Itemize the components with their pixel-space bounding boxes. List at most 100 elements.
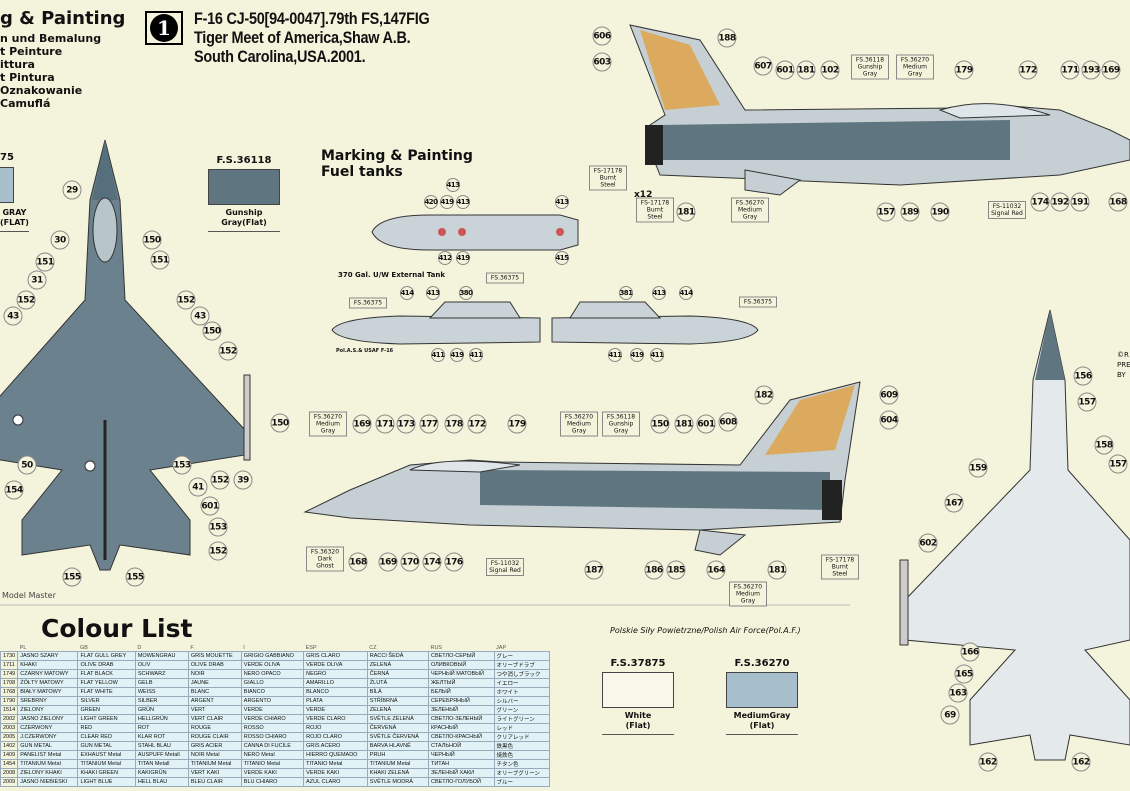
model-number-cell: 2002 (0, 714, 19, 724)
callout-number: 189 (900, 202, 920, 222)
colour-name-cell: ROJO (303, 723, 368, 733)
colour-name-cell: СВЕТЛО-КРАСНЫЙ (427, 732, 495, 742)
language-es: t Pintura (0, 71, 55, 84)
model-master-label: Model Master (2, 591, 56, 600)
callout-number: 169 (352, 414, 372, 434)
colour-name-cell: ROJO CLARO (303, 732, 368, 742)
colour-name-cell: ライトグリーン (493, 714, 551, 724)
colour-name-cell: GRIGIO GABBIANO (240, 651, 305, 661)
colour-name-cell: BLANC (187, 687, 242, 697)
callout-number: 150 (270, 413, 290, 433)
colour-name-cell: ブルー (493, 777, 551, 787)
callout-number: 412 (438, 251, 452, 265)
color-tag: FS-11032 Signal Red (486, 558, 524, 576)
colour-name-cell: NEGRO (303, 669, 368, 679)
colour-name-cell: JASNO SZARY (17, 651, 79, 661)
colour-name-cell: ŽLUTÁ (366, 678, 429, 688)
callout-number: 39 (233, 470, 253, 490)
callout-number: 415 (555, 251, 569, 265)
colour-name-cell: ARGENTO (240, 696, 305, 706)
colour-name-cell: СВЕТЛО-СЕРЫЙ (427, 651, 495, 661)
callout-number: 413 (555, 195, 569, 209)
callout-number: 152 (16, 290, 36, 310)
colour-name-cell: ARGENT (187, 696, 242, 706)
model-number-cell: 1514 (0, 705, 19, 715)
swatch-white: F.S.37875 White(Flat) (602, 658, 674, 735)
callout-number: 150 (650, 414, 670, 434)
colour-list-subtitle: Polskie Siły Powietrzne/Polish Air Force… (610, 626, 801, 635)
color-tag: FS.36375 (349, 297, 387, 309)
colour-list-title: Colour List (41, 614, 193, 643)
colour-name-cell: VERDE KAKI (240, 768, 305, 778)
callout-number: 43 (3, 306, 23, 326)
colour-name-cell: TITANIUM Metal (77, 759, 136, 769)
colour-name-cell: RACCI ŠEDÁ (366, 651, 429, 661)
callout-number: 604 (879, 410, 899, 430)
colour-name-cell: HELL BLAU (134, 777, 189, 787)
callout-number: 182 (754, 385, 774, 405)
callout-number: 419 (440, 195, 454, 209)
color-tag: FS.36375 (486, 272, 524, 284)
swatch-cut (0, 167, 14, 203)
column-header: CZ (369, 645, 377, 651)
callout-number: 411 (431, 348, 445, 362)
colour-name-cell: VERDE (240, 705, 305, 715)
callout-number: 170 (400, 552, 420, 572)
colour-name-cell: TITANIO Metal (240, 759, 305, 769)
callout-number: 411 (608, 348, 622, 362)
colour-name-cell: ČERNÁ (366, 669, 429, 679)
colour-name-cell: FLAT WHITE (77, 687, 136, 697)
callout-number: 381 (619, 286, 633, 300)
colour-name-cell: ŻÓŁTY MATOWY (17, 678, 79, 688)
callout-number: 174 (422, 552, 442, 572)
callout-number: 29 (62, 180, 82, 200)
colour-name-cell: GRIS CLARO (303, 651, 368, 661)
callout-number: 164 (706, 560, 726, 580)
callout-number: 171 (1060, 60, 1080, 80)
callout-number: 191 (1070, 192, 1090, 212)
language-pl: Oznakowanie (0, 84, 83, 97)
model-number-cell: 1402 (0, 741, 19, 751)
callout-number: 157 (876, 202, 896, 222)
colour-name-cell: GIALLO (240, 678, 305, 688)
callout-number: 171 (375, 414, 395, 434)
callout-number: 152 (176, 290, 196, 310)
color-tag: FS-11032 Signal Red (988, 201, 1026, 219)
callout-number: 414 (679, 286, 693, 300)
colour-name-cell: ЧЕРНЫЙ МАТОВЫЙ (427, 669, 495, 679)
colour-name-cell: ホワイト (493, 687, 551, 697)
callout-number: 168 (1108, 192, 1128, 212)
colour-name-cell: ЖЕЛТЫЙ (427, 678, 495, 688)
callout-number: 607 (753, 56, 773, 76)
callout-number: 30 (50, 230, 70, 250)
callout-number: 155 (125, 567, 145, 587)
colour-name-cell: TITANIO Metal (303, 759, 368, 769)
callout-number: 41 (188, 477, 208, 497)
language-cz: Camuflá (0, 97, 51, 110)
callout-number: 155 (62, 567, 82, 587)
colour-name-cell: KAKIGRÜN (134, 768, 189, 778)
callout-number: 151 (35, 252, 55, 272)
callout-number: 602 (918, 533, 938, 553)
language-fr: t Peinture (0, 45, 63, 58)
model-number-cell: 1790 (0, 696, 19, 706)
colour-name-cell: グリーン (493, 705, 551, 715)
model-number-cell: 1454 (0, 759, 19, 769)
callout-number: 169 (378, 552, 398, 572)
colour-name-cell: FLAT YELLOW (77, 678, 136, 688)
callout-number: 419 (450, 348, 464, 362)
colour-name-cell: EXHAUST Metal (77, 750, 136, 760)
callout-number: 190 (930, 202, 950, 222)
colour-name-cell: つや消しブラック (493, 669, 551, 679)
colour-name-cell: КРАСНЫЙ (427, 723, 495, 733)
colour-name-cell: KHAKI ZELENÁ (366, 768, 429, 778)
tank-note: Pol.A.S.& USAF F-16 (336, 348, 394, 354)
colour-name-cell: STAHL BLAU (134, 741, 189, 751)
callout-number: 178 (444, 414, 464, 434)
